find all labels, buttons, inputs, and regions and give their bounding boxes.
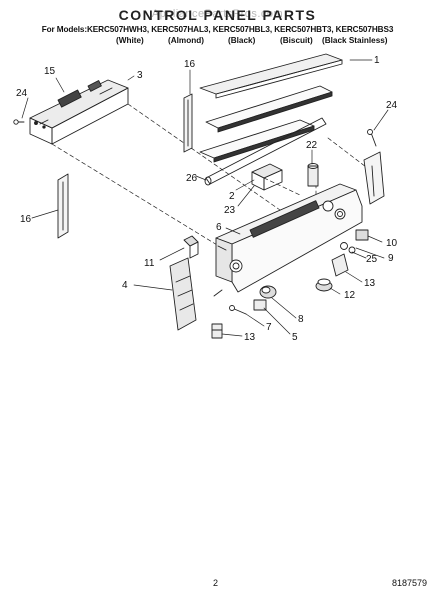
bracket-part-16-upper [183, 93, 193, 153]
part-12 [315, 278, 333, 292]
component-part-2 [251, 163, 283, 191]
control-module-part [29, 79, 129, 145]
callout-1: 1 [374, 55, 380, 66]
part-8 [259, 285, 277, 299]
callout-16-lower: 16 [20, 214, 32, 225]
callout-24-right: 24 [386, 100, 398, 111]
variant-black: (Black) [228, 36, 256, 45]
variant-white: (White) [116, 36, 144, 45]
rod-part [204, 117, 327, 186]
callout-12: 12 [344, 290, 356, 301]
callout-8: 8 [298, 314, 304, 325]
callout-6: 6 [216, 222, 222, 233]
control-panel-part [213, 183, 363, 297]
top-trim-part [199, 53, 343, 99]
callout-2: 2 [229, 191, 235, 202]
callout-22: 22 [306, 140, 318, 151]
callout-16-upper: 16 [184, 59, 196, 70]
callout-23: 23 [224, 205, 236, 216]
part-13-lower [211, 323, 223, 339]
callout-3: 3 [137, 70, 143, 81]
screw-part-right [367, 129, 377, 147]
side-cover-part [169, 257, 197, 331]
callout-11: 11 [144, 258, 155, 269]
variant-biscuit: (Biscuit) [280, 36, 313, 45]
callout-5: 5 [292, 332, 298, 343]
callout-15: 15 [44, 66, 56, 77]
part-10 [355, 229, 369, 241]
callout-13-lower: 13 [244, 332, 256, 343]
window-strip-upper [205, 85, 333, 133]
variant-almond: (Almond) [168, 36, 204, 45]
part-7 [229, 305, 247, 315]
bracket-part-16-lower [57, 173, 69, 239]
callout-10: 10 [386, 238, 398, 249]
callout-24-left: 24 [16, 88, 28, 99]
callout-4: 4 [122, 280, 128, 291]
page-number: 2 [213, 578, 219, 588]
watermark: AppliancePartsPros.com [151, 8, 284, 20]
part-22 [307, 163, 319, 187]
part-13-right [331, 253, 349, 277]
document-number: 8187579 [391, 578, 427, 588]
part-25 [340, 242, 356, 254]
part-11 [183, 235, 199, 259]
callout-26: 26 [186, 173, 198, 184]
callout-25: 25 [366, 254, 378, 265]
right-bracket-part [363, 151, 385, 205]
callout-13-right: 13 [364, 278, 376, 289]
callout-7: 7 [266, 322, 272, 333]
screw-part-left [13, 119, 25, 125]
callout-9: 9 [388, 253, 394, 264]
variant-black-stainless: (Black Stainless) [322, 36, 388, 45]
part-5 [253, 299, 267, 311]
page-title: CONTROL PANEL PARTS [118, 7, 317, 23]
models-line: For Models:KERC507HWH3, KERC507HAL3, KER… [41, 25, 394, 34]
